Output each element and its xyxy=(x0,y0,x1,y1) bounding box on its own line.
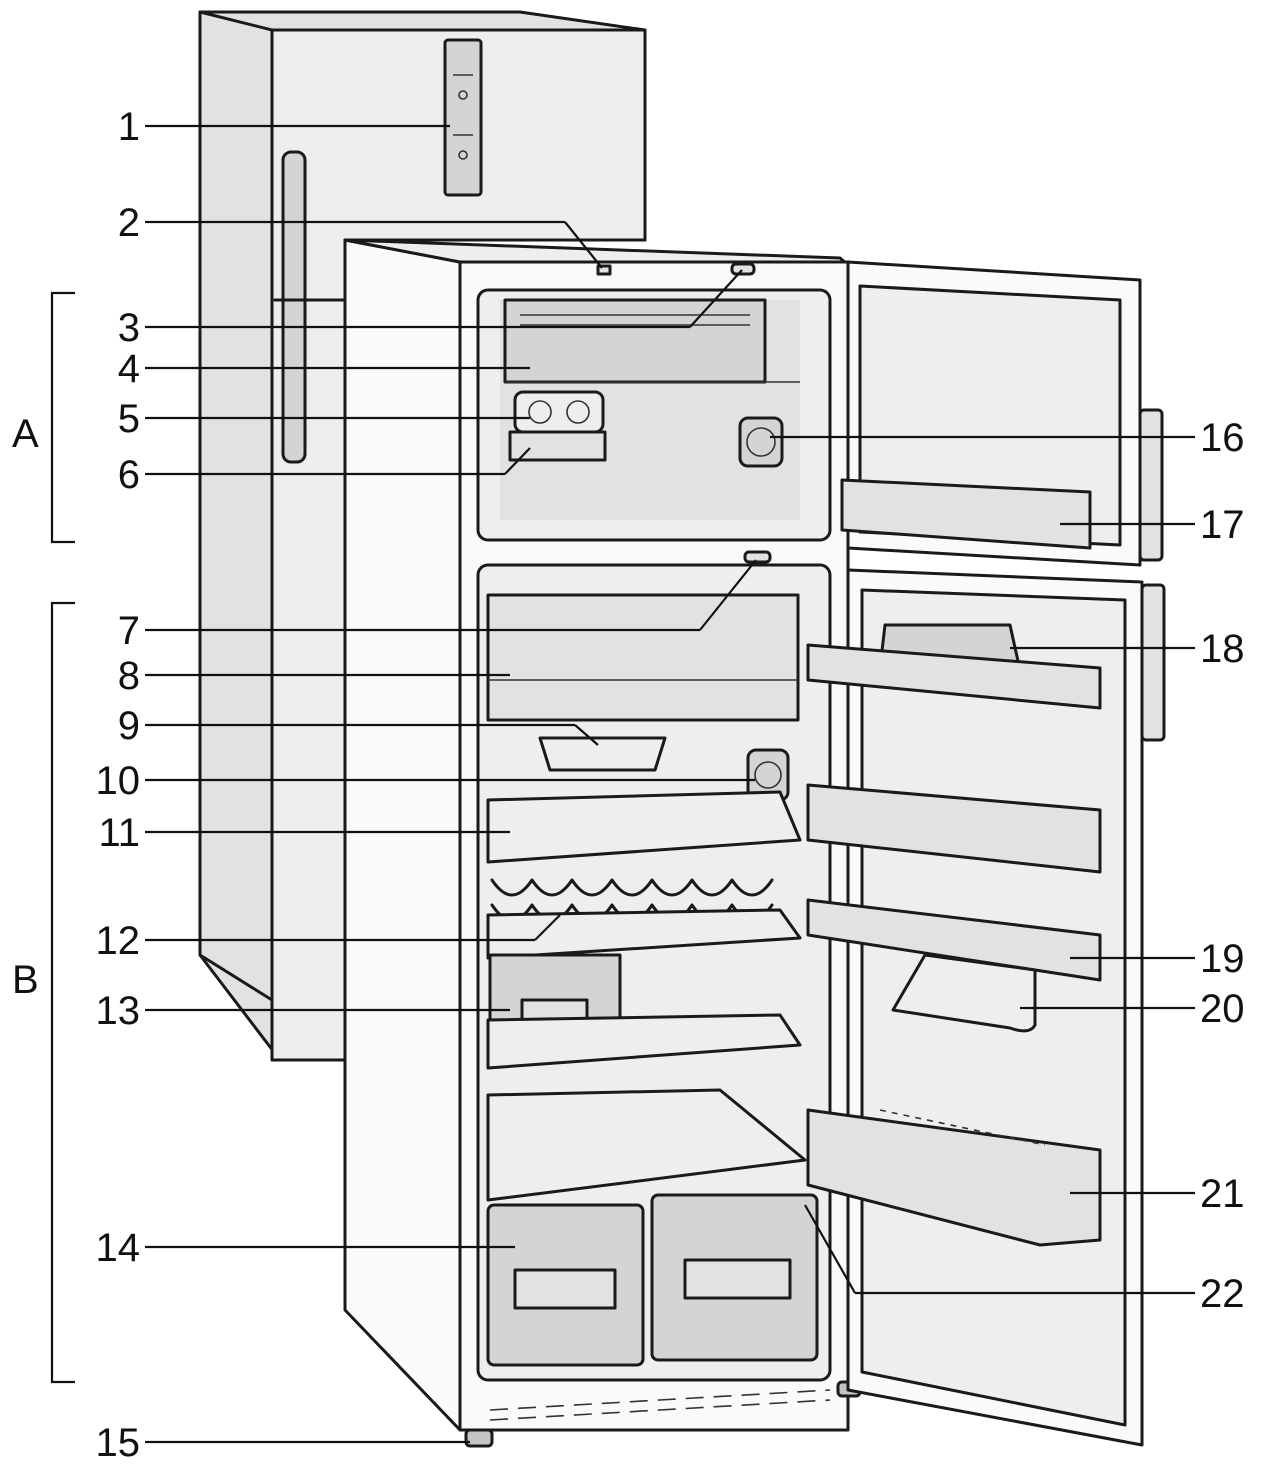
callout-2: 2 xyxy=(118,201,140,245)
air-vent xyxy=(540,738,665,770)
callout-3: 3 xyxy=(118,306,140,350)
section-label-a: A xyxy=(12,412,39,456)
fridge-body xyxy=(345,240,860,1446)
top-switch xyxy=(598,266,610,274)
section-label-b: B xyxy=(12,958,39,1002)
adjustable-foot xyxy=(466,1430,492,1446)
callout-8: 8 xyxy=(118,654,140,698)
chiller-box xyxy=(488,595,798,720)
callout-12: 12 xyxy=(96,919,141,963)
door-handle xyxy=(283,152,305,462)
callout-1: 1 xyxy=(118,105,140,149)
fridge-light xyxy=(745,552,770,562)
callout-17: 17 xyxy=(1200,503,1245,547)
callout-20: 20 xyxy=(1200,987,1245,1031)
callout-6: 6 xyxy=(118,453,140,497)
callout-5: 5 xyxy=(118,397,140,441)
ice-tray-holder xyxy=(510,432,605,460)
freezer-door xyxy=(842,262,1162,565)
callout-16: 16 xyxy=(1200,416,1245,460)
callout-19: 19 xyxy=(1200,937,1245,981)
callout-10: 10 xyxy=(96,759,141,803)
callout-22: 22 xyxy=(1200,1272,1245,1316)
callout-14: 14 xyxy=(96,1226,141,1270)
callout-4: 4 xyxy=(118,347,140,391)
callout-13: 13 xyxy=(96,989,141,1033)
callout-11: 11 xyxy=(98,811,140,855)
section-bracket-a xyxy=(52,293,75,542)
callout-9: 9 xyxy=(118,704,140,748)
control-panel xyxy=(445,40,481,195)
section-bracket-b xyxy=(52,603,75,1382)
callout-21: 21 xyxy=(1200,1172,1245,1216)
freezer-shelf-cover xyxy=(505,300,765,382)
callout-15: 15 xyxy=(96,1421,141,1465)
callout-18: 18 xyxy=(1200,627,1245,671)
callout-7: 7 xyxy=(118,609,140,653)
freezer-switch xyxy=(732,264,754,274)
